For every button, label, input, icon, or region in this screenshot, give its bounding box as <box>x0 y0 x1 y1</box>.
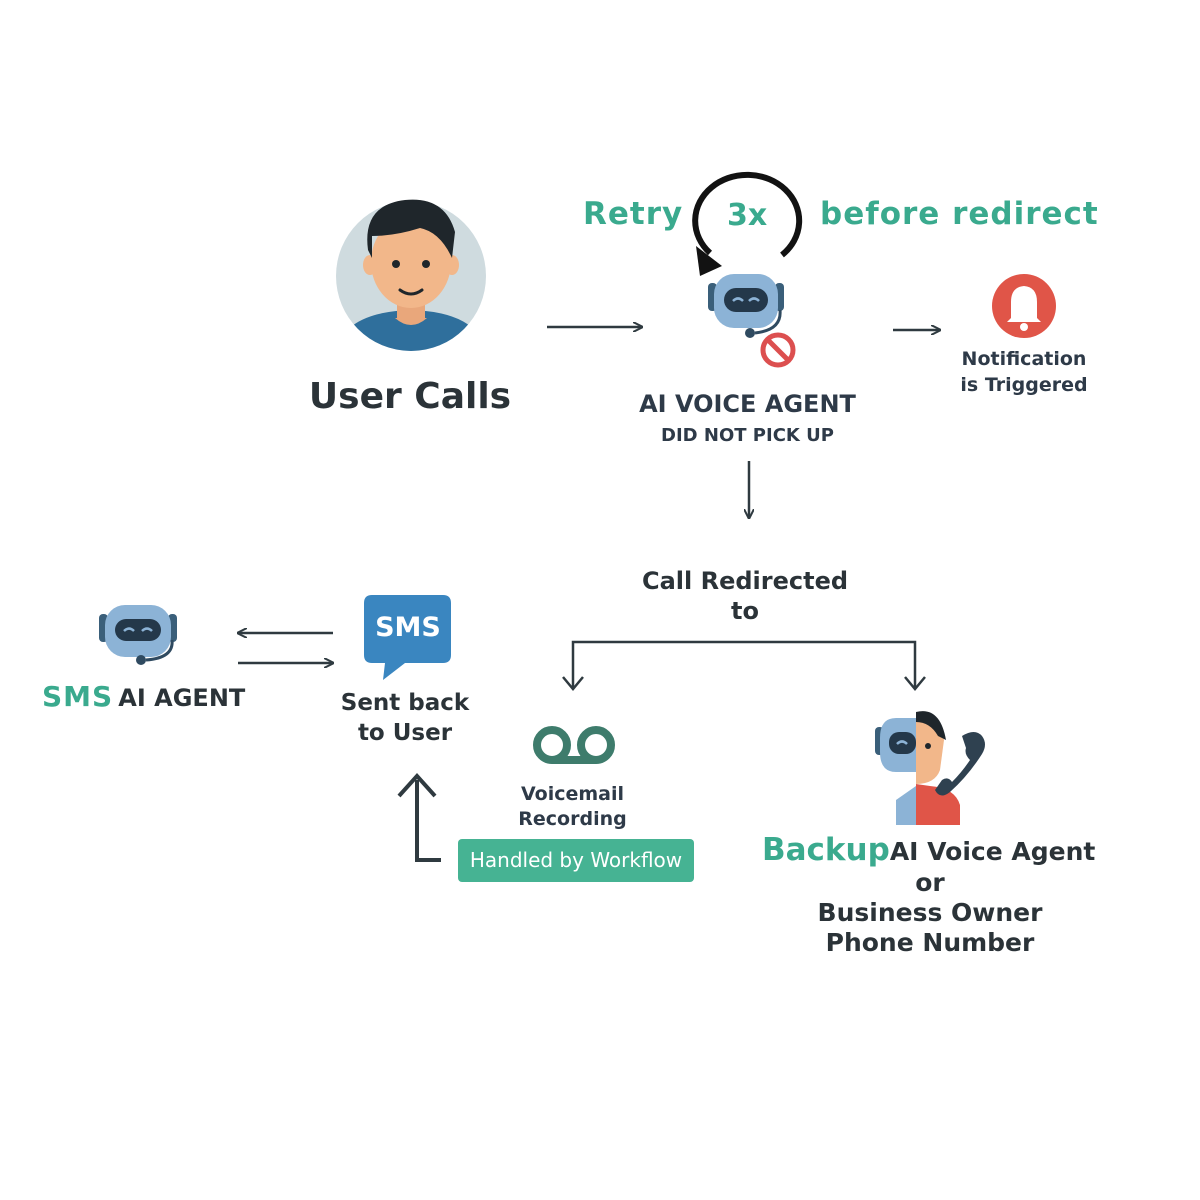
phone-handset-icon <box>935 732 985 796</box>
retry-loop-icon <box>692 171 803 276</box>
notification-line-2: is Triggered <box>960 374 1088 396</box>
backup-line-1: AI Voice Agent <box>889 837 1096 866</box>
robot-icon <box>708 274 784 338</box>
redirect-line-1: Call Redirected <box>641 567 849 595</box>
retry-label: Retry <box>583 196 684 232</box>
workflow-badge: Handled by Workflow <box>458 839 694 882</box>
sms-robot-icon <box>99 605 177 665</box>
bell-icon <box>992 274 1056 338</box>
sms-bubble-icon <box>364 595 451 680</box>
agent-headset-icon <box>875 711 960 825</box>
before-redirect-label: before redirect <box>820 196 1099 232</box>
redirect-line-2: to <box>731 597 759 625</box>
agent-status: DID NOT PICK UP <box>661 425 834 446</box>
sms-agent-label: SMS AI AGENT <box>42 680 245 713</box>
agent-title: AI VOICE AGENT <box>639 390 856 418</box>
backup-line-4: Phone Number <box>825 928 1035 957</box>
notification-label: Notification is Triggered <box>955 346 1093 398</box>
backup-line-3: Business Owner <box>817 898 1043 927</box>
voicemail-line-2: Recording <box>518 808 627 830</box>
retry-count: 3x <box>727 198 768 233</box>
voicemail-label: Voicemail Recording <box>510 782 635 832</box>
backup-highlight: Backup <box>762 832 890 868</box>
voicemail-line-1: Voicemail <box>520 783 625 805</box>
redirect-label: Call Redirected to <box>640 566 850 626</box>
arrow-up-to-sms <box>397 773 441 862</box>
sms-agent-highlight: SMS <box>42 680 114 713</box>
notification-line-1: Notification <box>961 348 1087 370</box>
backup-line-2: or <box>915 868 945 897</box>
sent-back-line-2: to User <box>357 720 453 746</box>
blocked-icon <box>760 332 796 368</box>
sms-bubble-label: SMS <box>375 612 441 643</box>
user-avatar-icon <box>336 199 486 351</box>
sms-agent-text: AI AGENT <box>118 684 246 712</box>
user-calls-label: User Calls <box>308 376 512 417</box>
sent-back-label: Sent back to User <box>335 688 475 748</box>
redirect-branch <box>562 640 926 691</box>
backup-label: BackupAI Voice Agent <box>762 832 1095 868</box>
voicemail-icon <box>533 726 615 764</box>
sent-back-line-1: Sent back <box>340 690 470 716</box>
